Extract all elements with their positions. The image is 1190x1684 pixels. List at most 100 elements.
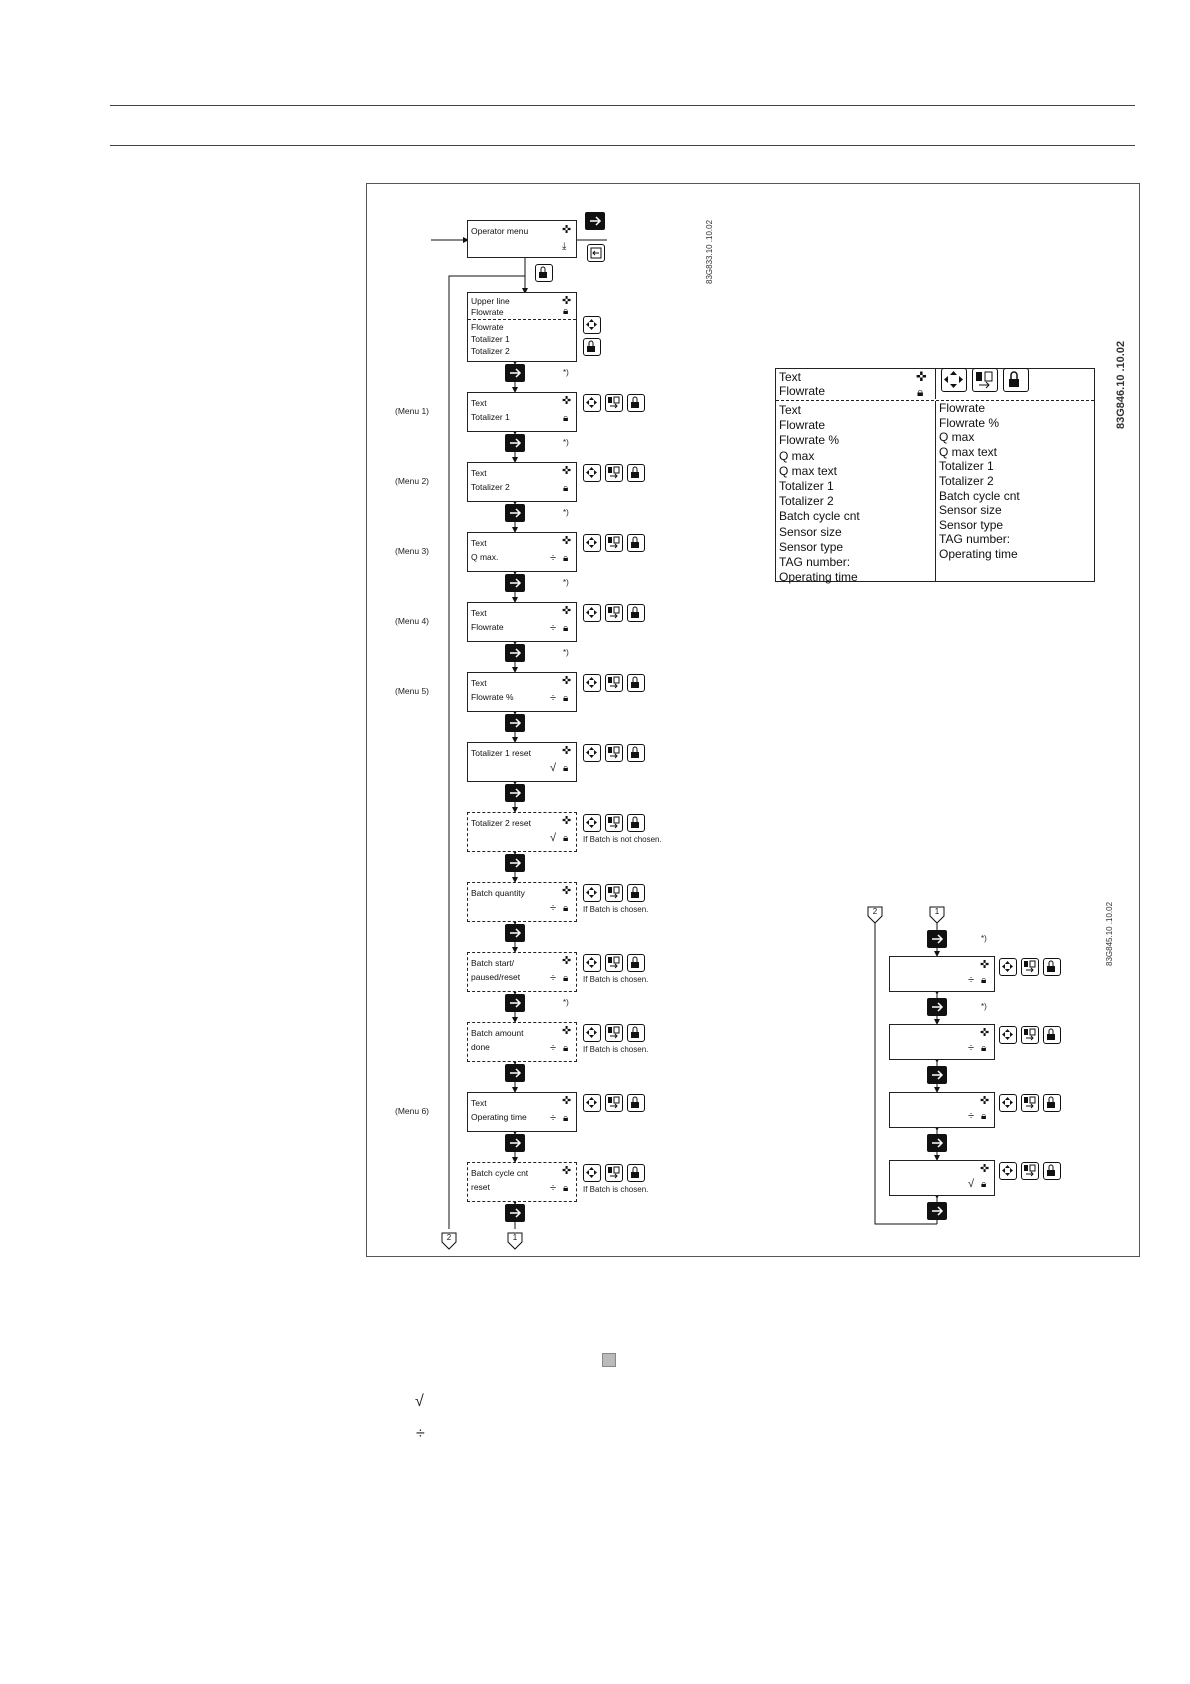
enter-key[interactable] (505, 854, 525, 872)
footnote-marker: *) (563, 578, 569, 587)
cursor-icon: ✜ (562, 1165, 572, 1177)
arrows-button[interactable] (583, 954, 601, 972)
select-field-button[interactable] (605, 954, 623, 972)
select-field-button[interactable] (605, 394, 623, 412)
lock-toggle-button[interactable] (583, 338, 601, 356)
lock-toggle-button[interactable] (1043, 958, 1061, 976)
enter-key[interactable] (505, 1204, 525, 1222)
detail-right-item: Sensor type (939, 517, 1004, 532)
menu-box-line2: Totalizer 1 (471, 412, 510, 422)
enter-key[interactable] (505, 784, 525, 802)
select-field-button[interactable] (605, 464, 623, 482)
arrows-button[interactable] (583, 1164, 601, 1182)
arrows-button[interactable] (583, 744, 601, 762)
arrows-button[interactable] (583, 604, 601, 622)
select-field-button[interactable] (972, 368, 998, 392)
arrows-button[interactable] (999, 1094, 1017, 1112)
enter-key[interactable] (505, 994, 525, 1012)
arrows-button[interactable] (583, 1094, 601, 1112)
menu-box-line1: Batch amount (471, 1028, 524, 1038)
enter-key[interactable] (505, 1134, 525, 1152)
lock-toggle-button[interactable] (627, 1024, 645, 1042)
lock-toggle-button[interactable] (627, 814, 645, 832)
arrows-button[interactable] (583, 884, 601, 902)
enter-key[interactable] (505, 434, 525, 452)
select-field-button[interactable] (605, 1024, 623, 1042)
lock-toggle-button[interactable] (627, 884, 645, 902)
select-field-button[interactable] (1021, 1026, 1039, 1044)
lock-toggle-button[interactable] (1003, 368, 1029, 392)
arrows-button[interactable] (583, 674, 601, 692)
menu-label: (Menu 2) (395, 476, 430, 486)
lock-toggle-button[interactable] (627, 394, 645, 412)
menu-label: (Menu 5) (395, 686, 430, 696)
enter-key[interactable] (505, 574, 525, 592)
menu-box: Batch start/paused/reset✜🔒︎÷ (467, 952, 577, 992)
arrows-button[interactable] (941, 368, 967, 392)
divide-icon: ÷ (968, 1042, 975, 1054)
enter-key[interactable] (505, 504, 525, 522)
arrows-button[interactable] (583, 394, 601, 412)
lock-toggle-button[interactable] (535, 264, 553, 282)
menu-box: Totalizer 1 reset✜🔒︎√ (467, 742, 577, 782)
enter-key[interactable] (585, 212, 605, 230)
select-field-button[interactable] (605, 744, 623, 762)
select-field-button[interactable] (1021, 958, 1039, 976)
enter-key[interactable] (927, 1202, 947, 1220)
lock-toggle-button[interactable] (627, 1164, 645, 1182)
upper-line-value: Flowrate (471, 307, 504, 317)
enter-key[interactable] (927, 1066, 947, 1084)
lock-toggle-button[interactable] (1043, 1026, 1061, 1044)
select-field-button[interactable] (605, 674, 623, 692)
menu-box-line1: Text (471, 608, 487, 618)
enter-key[interactable] (927, 998, 947, 1016)
enter-key[interactable] (505, 924, 525, 942)
select-field-button[interactable] (1021, 1094, 1039, 1112)
condition-note: If Batch is chosen. (583, 1185, 649, 1194)
arrows-button[interactable] (583, 1024, 601, 1042)
lock-toggle-button[interactable] (627, 954, 645, 972)
detail-left-item: Q max text (779, 463, 838, 478)
enter-key[interactable] (505, 364, 525, 382)
lock-icon: 🔒︎ (563, 623, 569, 634)
select-field-button[interactable] (605, 814, 623, 832)
enter-key[interactable] (927, 1134, 947, 1152)
select-field-button[interactable] (1021, 1162, 1039, 1180)
menu-label: (Menu 6) (395, 1106, 430, 1116)
select-field-button[interactable] (605, 884, 623, 902)
arrows-button[interactable] (583, 316, 601, 334)
exit-menu-button[interactable] (587, 244, 605, 262)
figure-frame: Operator menu ✜ ⤓ 83G833.10 .10.02 Upper… (366, 183, 1140, 1257)
enter-key[interactable] (505, 644, 525, 662)
lock-toggle-button[interactable] (627, 674, 645, 692)
arrows-button[interactable] (583, 534, 601, 552)
enter-key[interactable] (505, 1064, 525, 1082)
arrows-button[interactable] (583, 464, 601, 482)
connector-1-label: 1 (512, 1233, 518, 1242)
lock-toggle-button[interactable] (1043, 1162, 1061, 1180)
lock-toggle-button[interactable] (627, 1094, 645, 1112)
select-field-button[interactable] (605, 604, 623, 622)
sqrt-icon: √ (550, 762, 557, 774)
divide-icon: ÷ (550, 902, 557, 914)
detail-left-item: Totalizer 1 (779, 479, 834, 493)
arrows-button[interactable] (999, 1026, 1017, 1044)
arrows-button[interactable] (583, 814, 601, 832)
arrows-button[interactable] (999, 1162, 1017, 1180)
select-field-button[interactable] (605, 1164, 623, 1182)
lock-toggle-button[interactable] (627, 744, 645, 762)
enter-key[interactable] (927, 930, 947, 948)
select-field-button[interactable] (605, 534, 623, 552)
arrows-button[interactable] (999, 958, 1017, 976)
enter-key[interactable] (505, 714, 525, 732)
cursor-icon: ✜ (562, 295, 572, 307)
condition-note: If Batch is chosen. (583, 905, 649, 914)
lock-toggle-button[interactable] (1043, 1094, 1061, 1112)
select-field-button[interactable] (605, 1094, 623, 1112)
lock-toggle-button[interactable] (627, 534, 645, 552)
lock-toggle-button[interactable] (627, 604, 645, 622)
lock-toggle-button[interactable] (627, 464, 645, 482)
